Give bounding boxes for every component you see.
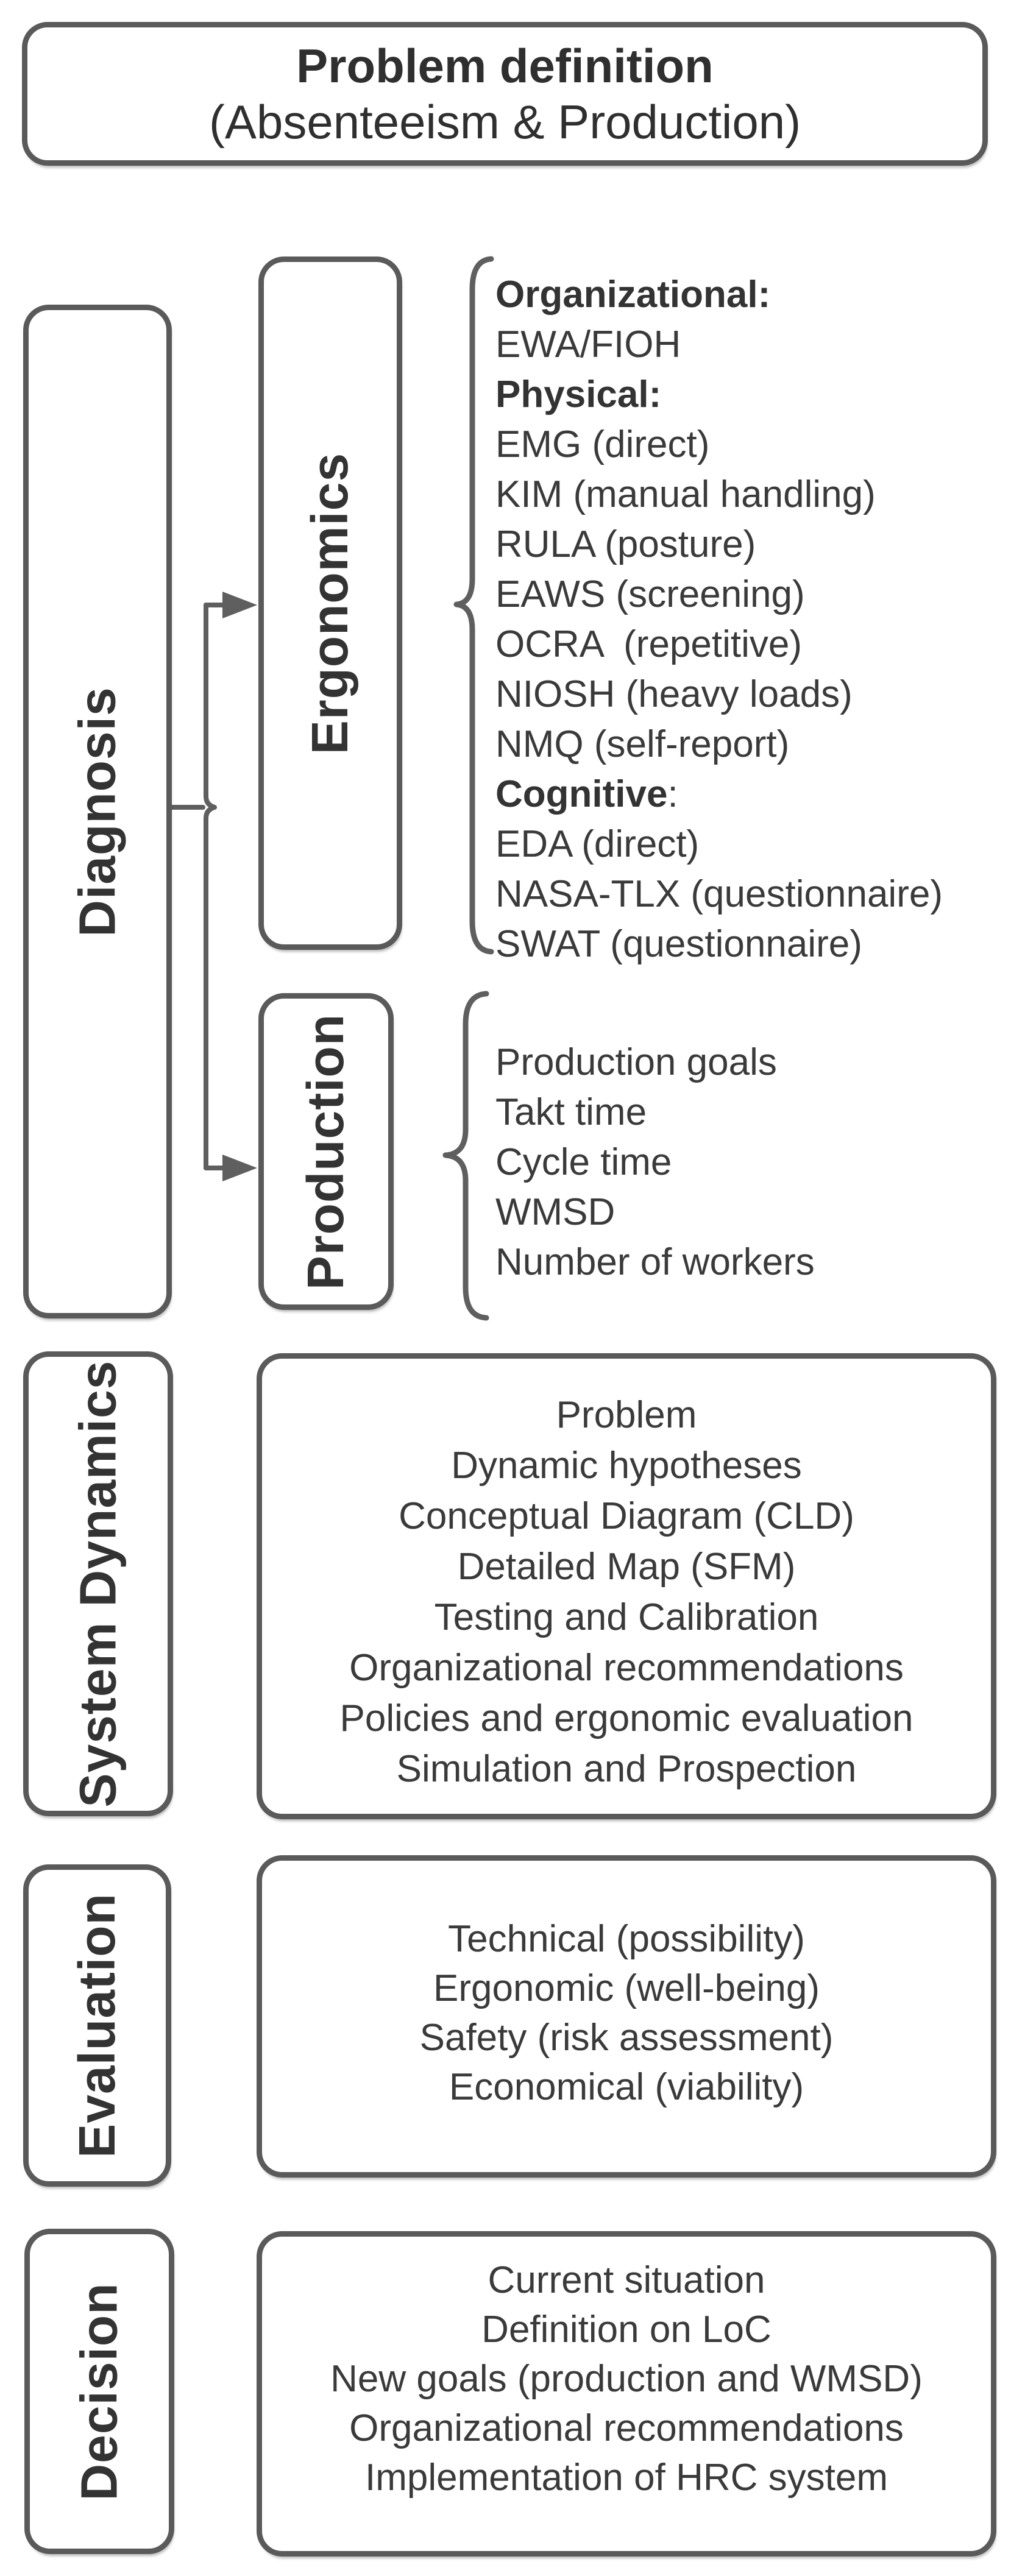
evaluation-box: Evaluation [23, 1864, 171, 2187]
list-item: Organizational: [495, 274, 771, 316]
evaluation-label: Evaluation [68, 1893, 126, 2158]
list-item: Economical (viability) [449, 2066, 804, 2108]
problem-title: Problem definition [296, 39, 714, 93]
list-item: Organizational recommendations [349, 1647, 904, 1689]
list-item: OCRA (repetitive) [495, 623, 803, 665]
decision-steps-box [257, 2231, 996, 2557]
ergonomics-label: Ergonomics [301, 452, 359, 754]
list-item: EAWS (screening) [495, 573, 805, 615]
production-box: Production [258, 993, 394, 1310]
arrowhead-production-icon [222, 1155, 257, 1181]
list-item: EMG (direct) [495, 423, 710, 465]
list-item: WMSD [495, 1191, 615, 1233]
list-item: Cycle time [495, 1141, 672, 1183]
list-item: NIOSH (heavy loads) [495, 673, 853, 715]
list-item: Problem [556, 1394, 697, 1436]
ergonomics-box: Ergonomics [258, 257, 402, 950]
list-item: Simulation and Prospection [396, 1748, 857, 1790]
list-item: Conceptual Diagram (CLD) [399, 1495, 854, 1537]
list-item: Testing and Calibration [434, 1596, 819, 1638]
list-item: Takt time [495, 1091, 647, 1133]
list-item: EDA (direct) [495, 823, 700, 865]
evaluation-criteria-box [257, 1855, 996, 2178]
ergonomics-brace-icon [453, 256, 494, 955]
list-item: Current situation [488, 2259, 765, 2301]
list-item: Organizational recommendations [349, 2407, 904, 2449]
list-item: KIM (manual handling) [495, 473, 876, 515]
diagnosis-box: Diagnosis [23, 305, 172, 1318]
list-item: Number of workers [495, 1241, 815, 1283]
list-item: Production goals [495, 1041, 777, 1083]
list-item: Dynamic hypotheses [451, 1445, 802, 1487]
list-item: NASA-TLX (questionnaire) [495, 873, 943, 915]
list-item: RULA (posture) [495, 523, 756, 565]
list-item: Implementation of HRC system [365, 2457, 888, 2499]
diagnosis-branch-vertical-line [204, 603, 217, 1170]
list-item: Technical (possibility) [448, 1918, 805, 1960]
system-dynamics-steps-box [257, 1353, 996, 1819]
arrowhead-ergonomics-icon [222, 592, 257, 618]
diagnosis-label: Diagnosis [68, 686, 126, 937]
list-item: New goals (production and WMSD) [330, 2358, 923, 2400]
list-item: Policies and ergonomic evaluation [339, 1697, 913, 1739]
production-label: Production [297, 1013, 355, 1290]
list-item: Definition on LoC [481, 2309, 772, 2351]
problem-subtitle: (Absenteeism & Production) [208, 95, 801, 149]
evaluation-list: Technical (possibility) Ergonomic (well-b… [257, 1914, 996, 2112]
list-item: NMQ (self-report) [495, 723, 790, 765]
list-item: Cognitive: [495, 773, 678, 815]
system-dynamics-label: System Dynamics [69, 1360, 127, 1808]
list-item: SWAT (questionnaire) [495, 923, 862, 965]
decision-label: Decision [70, 2282, 128, 2501]
decision-box: Decision [24, 2229, 174, 2554]
system-dynamics-box: System Dynamics [23, 1351, 173, 1816]
list-item: Physical: [495, 373, 662, 416]
list-item: Detailed Map (SFM) [457, 1546, 796, 1588]
list-item: Safety (risk assessment) [419, 2017, 834, 2059]
ergonomics-list: Organizational: EWA/FIOH Physical: EMG (dir… [495, 270, 943, 969]
list-item: EWA/FIOH [495, 324, 681, 366]
production-brace-icon [442, 991, 489, 1321]
problem-definition-box: Problem definition (Absenteeism & Produc… [22, 22, 988, 166]
list-item: Ergonomic (well-being) [433, 1967, 820, 2009]
